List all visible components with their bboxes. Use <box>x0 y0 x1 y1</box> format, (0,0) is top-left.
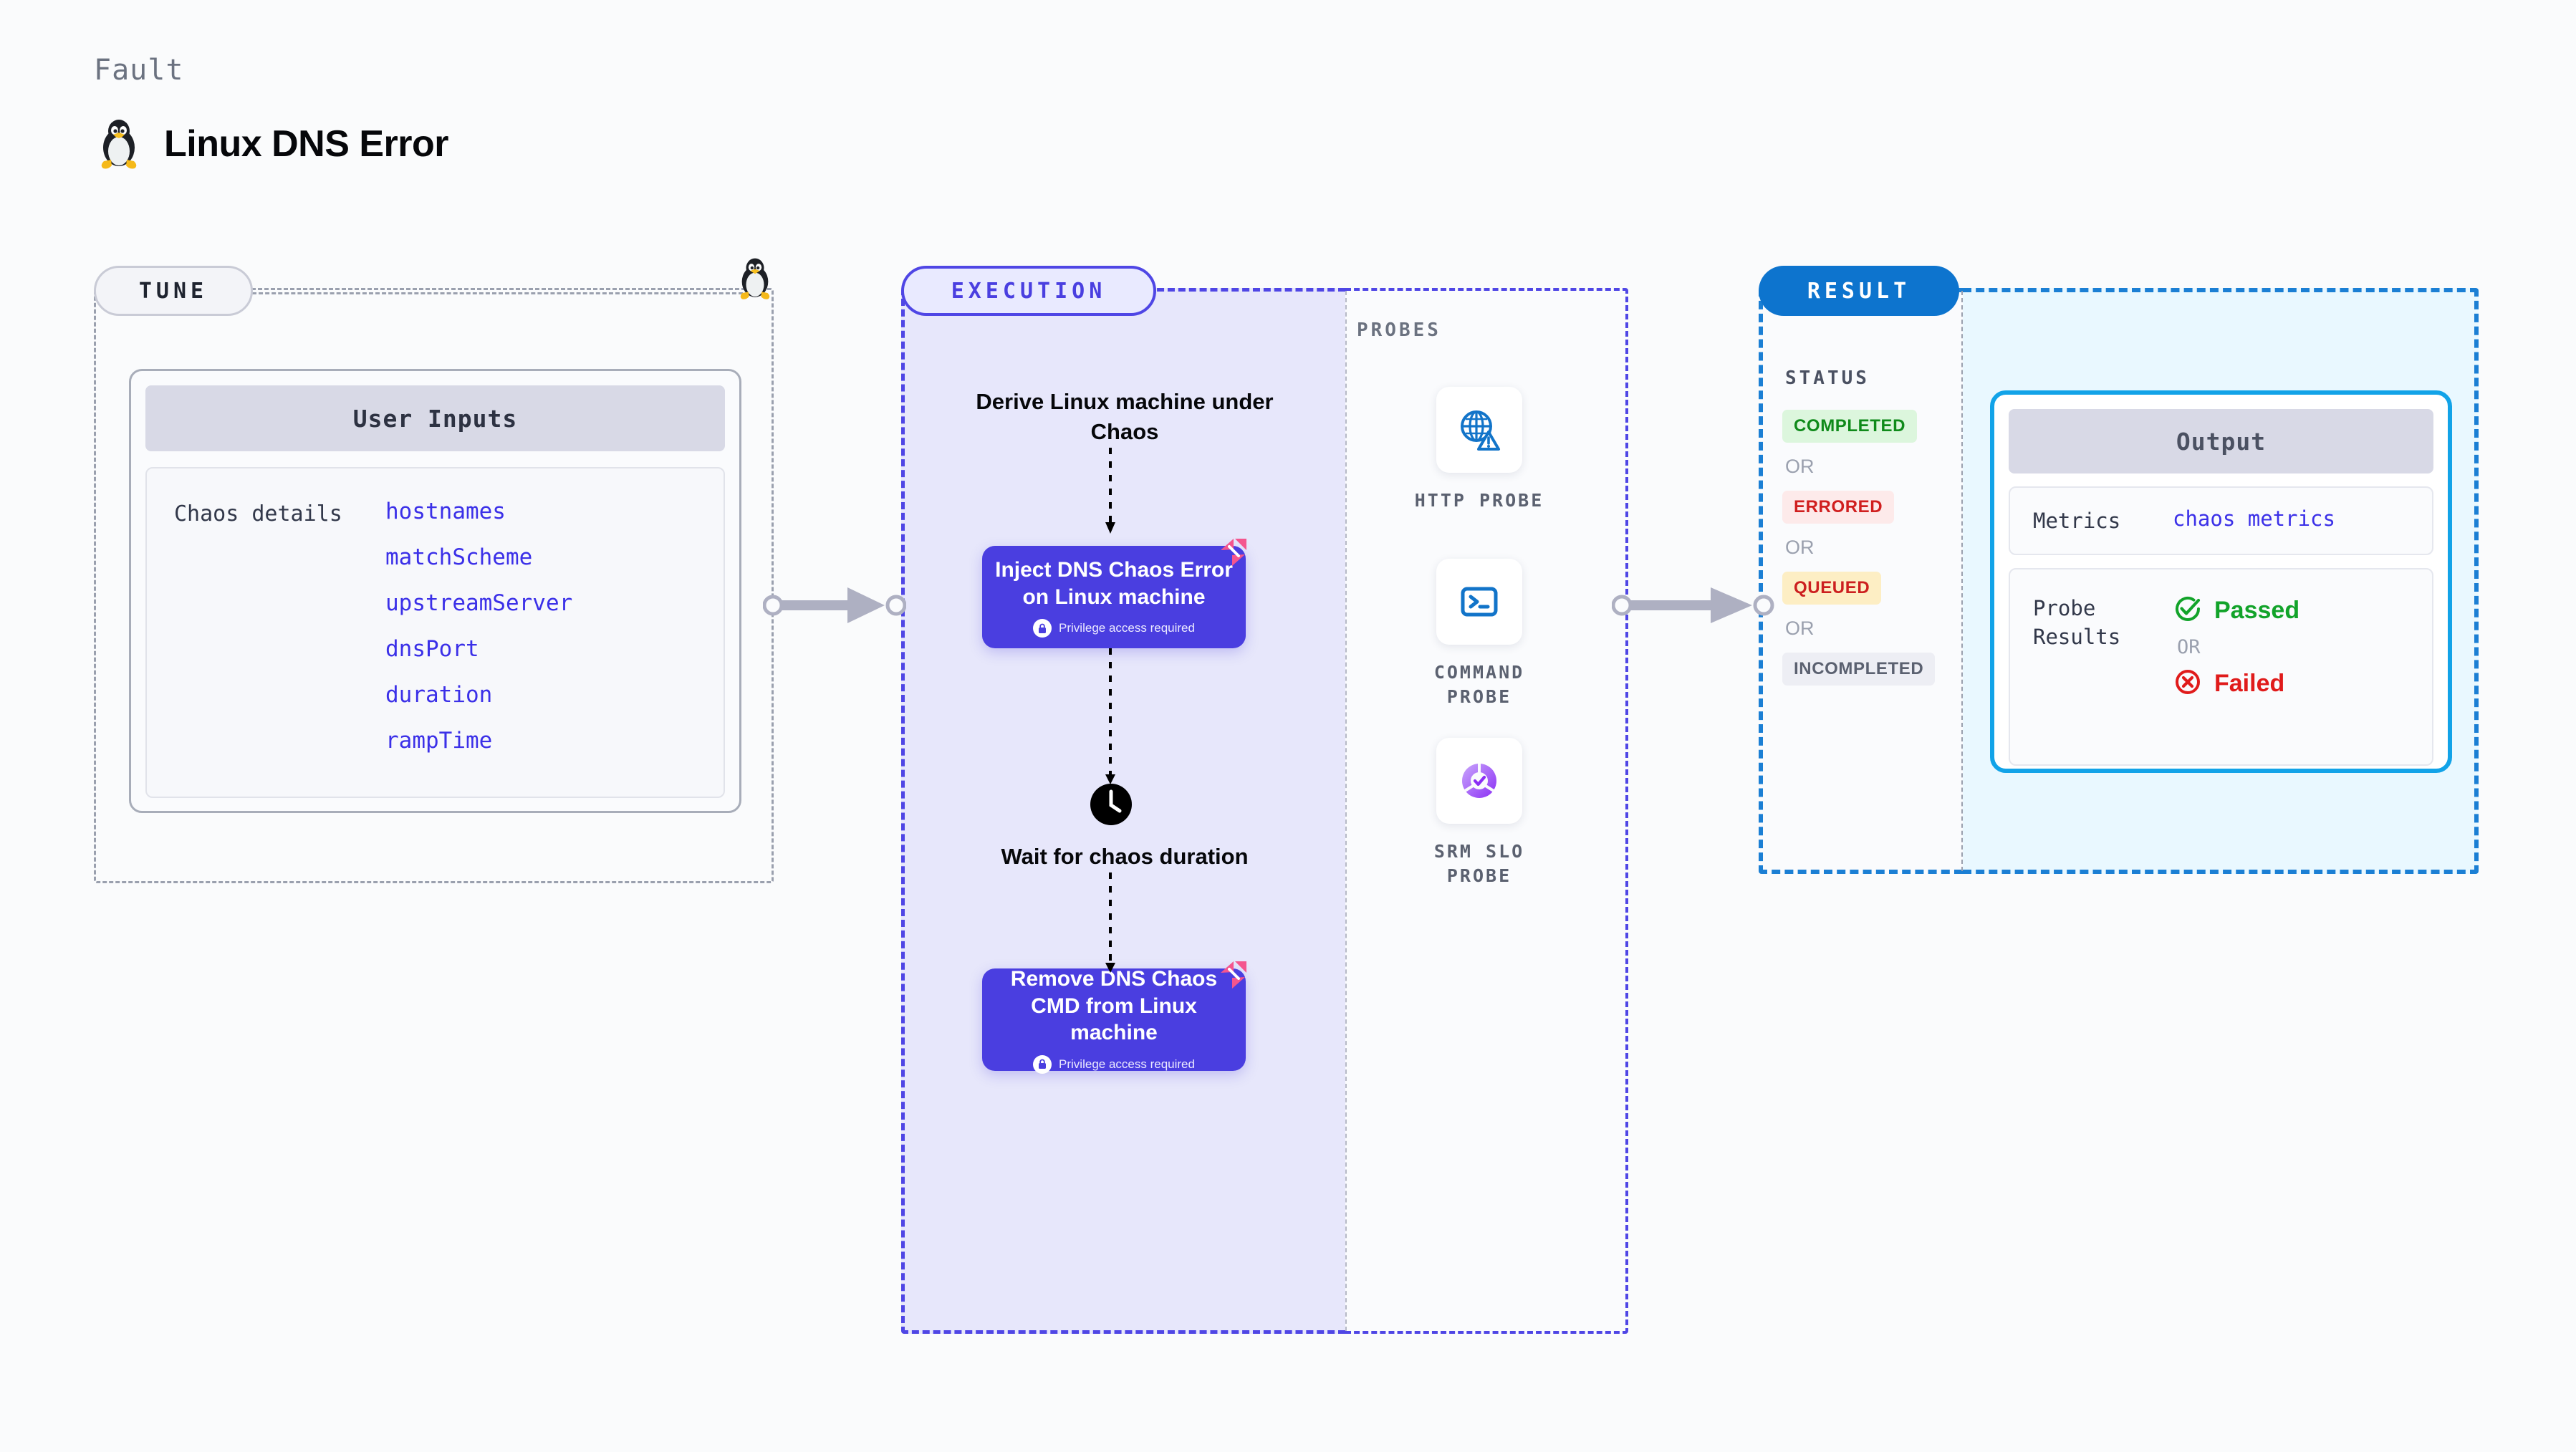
status-badge-incompleted: INCOMPLETED <box>1782 653 1936 686</box>
chaos-details-box: Chaos details hostnames matchScheme upst… <box>145 467 725 798</box>
execution-node-remove-title: Remove DNS Chaos CMD from Linux machine <box>1010 967 1218 1045</box>
chaos-field-matchscheme[interactable]: matchScheme <box>385 544 533 570</box>
harness-logo-icon <box>1216 958 1249 995</box>
output-probe-results-row: Probe Results Passed OR <box>2009 568 2433 766</box>
connector-execution-to-result <box>1611 580 1777 634</box>
chaos-details-field-list: hostnames matchScheme upstreamServer dns… <box>385 499 572 797</box>
result-output-divider <box>1961 291 1963 871</box>
lock-icon <box>1033 619 1052 638</box>
probe-result-passed: Passed <box>2173 594 2299 628</box>
arrow-wait-to-remove <box>1103 872 1118 976</box>
probe-item-srm-slo[interactable]: SRM SLO PROBE <box>1397 738 1562 888</box>
output-card: Output Metrics chaos metrics Probe Resul… <box>1990 390 2452 773</box>
tune-linux-penguin-icon <box>736 257 774 304</box>
globe-warning-icon <box>1436 387 1522 473</box>
clock-icon <box>1089 782 1133 830</box>
status-badge-queued: QUEUED <box>1782 572 1882 605</box>
execution-node-inject-note: Privilege access required <box>1033 619 1195 638</box>
output-metrics-key: Metrics <box>2033 509 2121 533</box>
probe-result-failed-label: Failed <box>2214 670 2285 698</box>
execution-node-inject[interactable]: Inject DNS Chaos Error on Linux machine … <box>982 546 1246 648</box>
result-chip[interactable]: RESULT <box>1759 266 1959 316</box>
probe-caption-srm-slo: SRM SLO PROBE <box>1433 841 1525 886</box>
srm-slo-check-icon <box>1436 738 1522 824</box>
output-probe-results-values: Passed OR Failed <box>2173 594 2299 746</box>
chaos-field-hostnames[interactable]: hostnames <box>385 499 506 524</box>
status-badge-completed: COMPLETED <box>1782 410 1918 443</box>
fault-eyebrow-label: Fault <box>94 54 184 87</box>
chaos-field-duration[interactable]: duration <box>385 682 493 708</box>
arrow-inject-to-wait <box>1103 648 1118 788</box>
probe-result-failed: Failed <box>2173 667 2299 701</box>
chaos-field-upstreamserver[interactable]: upstreamServer <box>385 590 573 616</box>
harness-logo-icon <box>1216 536 1249 572</box>
terminal-icon <box>1436 559 1522 645</box>
probes-section-label: PROBES <box>1357 319 1441 341</box>
execution-node-inject-title: Inject DNS Chaos Error on Linux machine <box>995 558 1233 609</box>
execution-chip[interactable]: EXECUTION <box>901 266 1156 316</box>
output-metrics-value[interactable]: chaos metrics <box>2173 506 2335 531</box>
lock-icon <box>1033 1054 1052 1074</box>
status-or-3: OR <box>1785 617 1815 639</box>
fault-title-row: Linux DNS Error <box>97 118 449 170</box>
execution-node-remove-note-text: Privilege access required <box>1059 1057 1195 1071</box>
output-metrics-row: Metrics chaos metrics <box>2009 486 2433 556</box>
execution-node-remove-note: Privilege access required <box>1033 1054 1195 1074</box>
execution-probes-divider <box>1345 291 1347 1331</box>
probe-item-command[interactable]: COMMAND PROBE <box>1397 559 1562 709</box>
probe-caption-command: COMMAND PROBE <box>1433 662 1525 707</box>
execution-node-remove[interactable]: Remove DNS Chaos CMD from Linux machine … <box>982 967 1246 1074</box>
probe-result-or: OR <box>2177 636 2201 659</box>
tune-top-dashed-connector <box>252 292 743 294</box>
status-list: COMPLETED OR ERRORED OR QUEUED OR INCOMP… <box>1782 410 1951 686</box>
execution-step-wait-label: Wait for chaos duration <box>1001 844 1249 869</box>
status-or-1: OR <box>1785 456 1815 477</box>
user-inputs-header: User Inputs <box>145 385 725 451</box>
probe-caption-http: HTTP PROBE <box>1414 490 1544 511</box>
status-section-label: STATUS <box>1785 367 1870 389</box>
check-circle-icon <box>2173 594 2203 628</box>
execution-step-derive-label: Derive Linux machine under Chaos <box>976 389 1274 445</box>
connector-tune-to-execution <box>762 580 907 634</box>
probe-result-passed-label: Passed <box>2214 597 2300 625</box>
execution-node-inject-note-text: Privilege access required <box>1059 621 1195 635</box>
chaos-field-ramptime[interactable]: rampTime <box>385 728 493 754</box>
x-circle-icon <box>2173 667 2203 701</box>
chaos-details-label: Chaos details <box>174 501 342 527</box>
tune-panel <box>94 288 774 883</box>
status-or-2: OR <box>1785 537 1815 558</box>
chaos-field-dnsport[interactable]: dnsPort <box>385 636 479 662</box>
probe-item-http[interactable]: HTTP PROBE <box>1397 387 1562 513</box>
status-badge-errored: ERRORED <box>1782 491 1895 524</box>
linux-penguin-icon <box>97 118 141 170</box>
user-inputs-card: User Inputs Chaos details hostnames matc… <box>129 369 741 813</box>
page-title: Linux DNS Error <box>164 123 449 165</box>
tune-chip[interactable]: TUNE <box>94 266 253 316</box>
output-probe-results-key: Probe Results <box>2033 596 2121 650</box>
arrow-derive-to-inject <box>1103 448 1118 541</box>
output-card-header: Output <box>2009 409 2433 473</box>
